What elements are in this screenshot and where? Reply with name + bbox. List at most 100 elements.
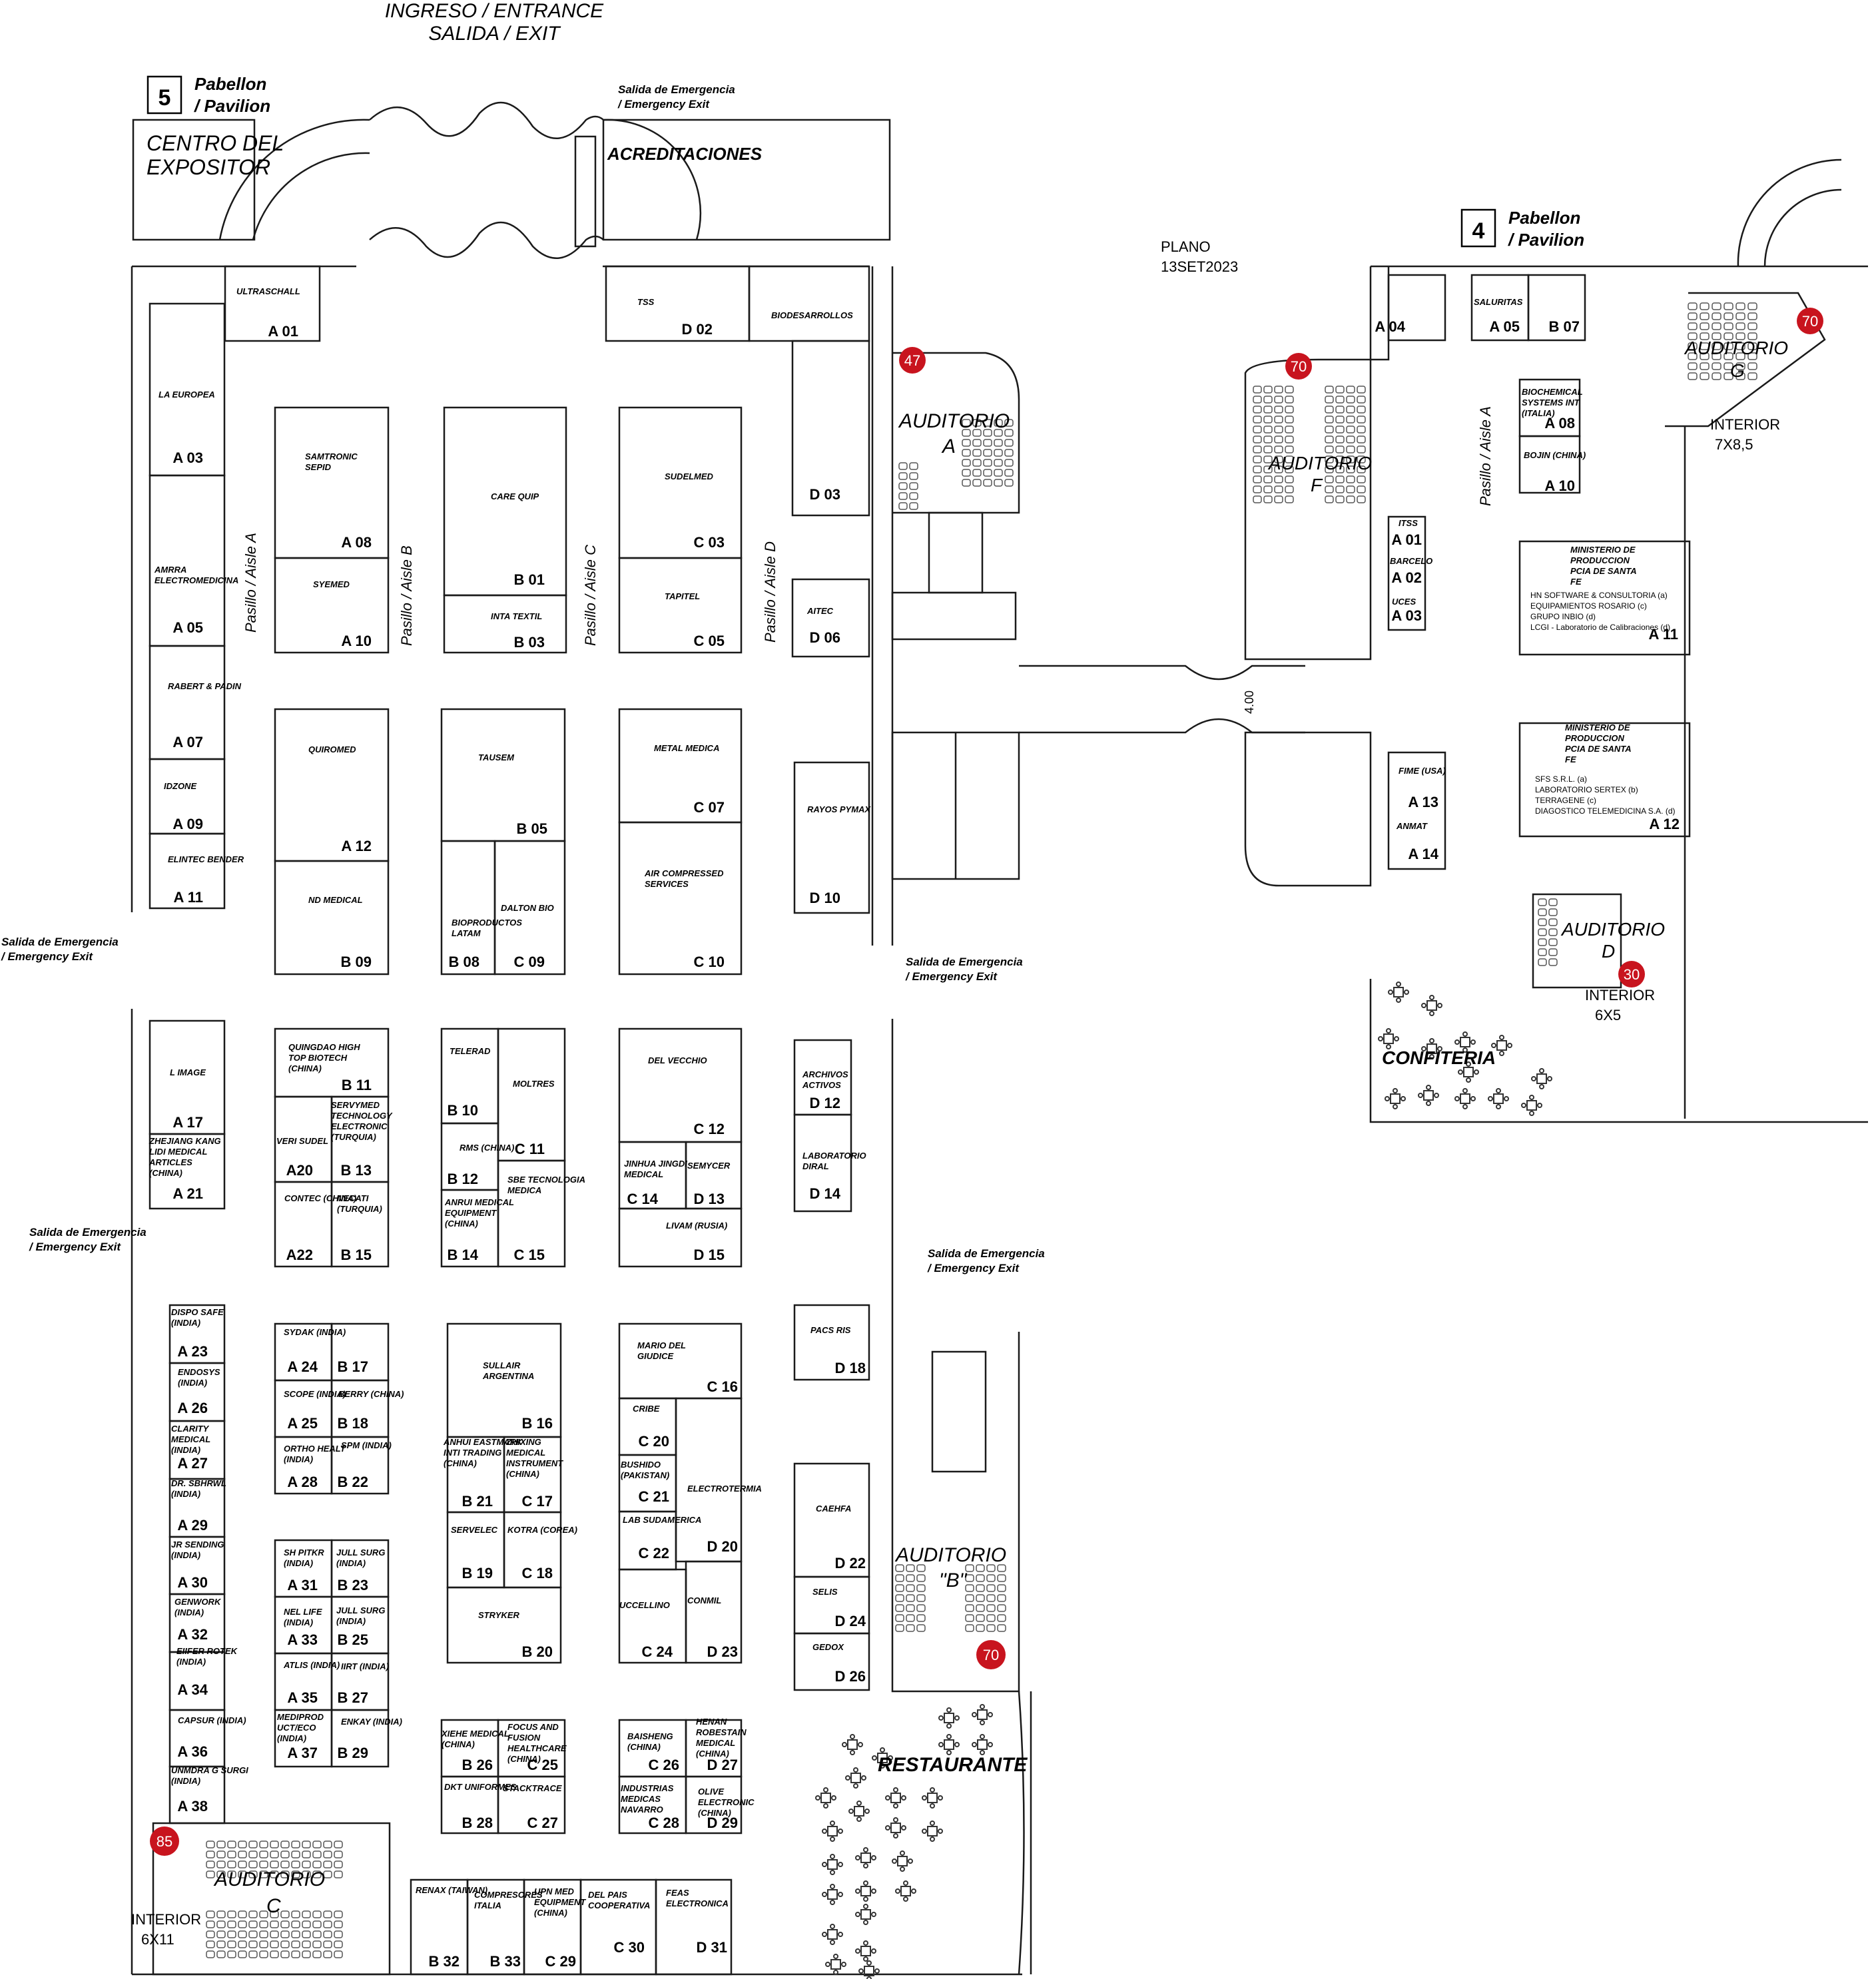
booth-d-03[interactable]: D 03 — [810, 486, 840, 503]
booth-a-33[interactable]: NEL LIFE(INDIA)A 33 — [284, 1607, 322, 1648]
booth-a-29[interactable]: DR. SBHRWL(INDIA)A 29 — [171, 1478, 226, 1534]
booth-a-25[interactable]: SCOPE (INDIA)A 25 — [284, 1389, 346, 1432]
booth-c-26[interactable]: BAISHENG(CHINA)C 26 — [627, 1731, 679, 1773]
booth-a-34[interactable]: EIIFER ROTEK(INDIA)A 34 — [176, 1646, 238, 1698]
booth-b-07[interactable]: B 07 — [1549, 318, 1580, 335]
booth-a-32[interactable]: GENWORK(INDIA)A 32 — [174, 1597, 222, 1643]
booth-biodesarrollos[interactable]: BIODESARROLLOS — [771, 310, 853, 320]
booth-a22[interactable]: CONTEC (CHINA)A22 — [284, 1193, 356, 1263]
booth-b-12[interactable]: RMS (CHINA)B 12 — [448, 1143, 515, 1187]
booth-a-24[interactable]: SYDAK (INDIA)A 24 — [284, 1327, 346, 1375]
booth-d-15[interactable]: LIVAM (RUSIA)D 15 — [666, 1221, 727, 1263]
booth-a-28[interactable]: ORTHO HEALT(INDIA)A 28 — [284, 1444, 346, 1490]
booth-a-31[interactable]: SH PITKR(INDIA)A 31 — [284, 1548, 324, 1593]
booth-c-21[interactable]: BUSHIDO(PAKISTAN)C 21 — [621, 1460, 669, 1505]
booth-a-35[interactable]: ATLIS (INDIA)A 35 — [283, 1660, 340, 1706]
booth-a-30[interactable]: JR SENDING(INDIA)A 30 — [171, 1540, 224, 1591]
booth-a-04[interactable]: A 04 — [1375, 318, 1405, 335]
booth-a-10[interactable]: BOJIN (CHINA)A 10 — [1524, 450, 1586, 494]
booth-a-36[interactable]: CAPSUR (INDIA)A 36 — [177, 1715, 246, 1760]
booth-a-26[interactable]: ENDOSYS(INDIA)A 26 — [177, 1367, 220, 1416]
booth-b-29[interactable]: ENKAY (INDIA)B 29 — [338, 1717, 402, 1761]
booth-b-15[interactable]: NECATI(TURQUIA)B 15 — [337, 1193, 382, 1263]
booth-b-22[interactable]: SPM (INDIA)B 22 — [338, 1440, 392, 1490]
booth-b-27[interactable]: IIRT (INDIA)B 27 — [338, 1661, 389, 1706]
booth-c-09[interactable]: DALTON BIOC 09 — [501, 903, 554, 970]
booth-b-25[interactable]: JULL SURG(INDIA)B 25 — [336, 1605, 385, 1648]
booth-b-17[interactable]: B 17 — [338, 1358, 368, 1375]
booth-b-23[interactable]: JULL SURG(INDIA)B 23 — [336, 1548, 385, 1593]
booth-b-32[interactable]: RENAX (TAIWAN)B 32 — [416, 1885, 487, 1970]
booth-b-18[interactable]: BERRY (CHINA)B 18 — [338, 1389, 404, 1432]
booth-b-26[interactable]: XIEHE MEDICAL(CHINA)B 26 — [441, 1729, 509, 1773]
booth-a-13[interactable]: FIME (USA)A 13 — [1399, 766, 1446, 810]
booth-a-23[interactable]: DISPO SAFE(INDIA)A 23 — [171, 1307, 224, 1360]
